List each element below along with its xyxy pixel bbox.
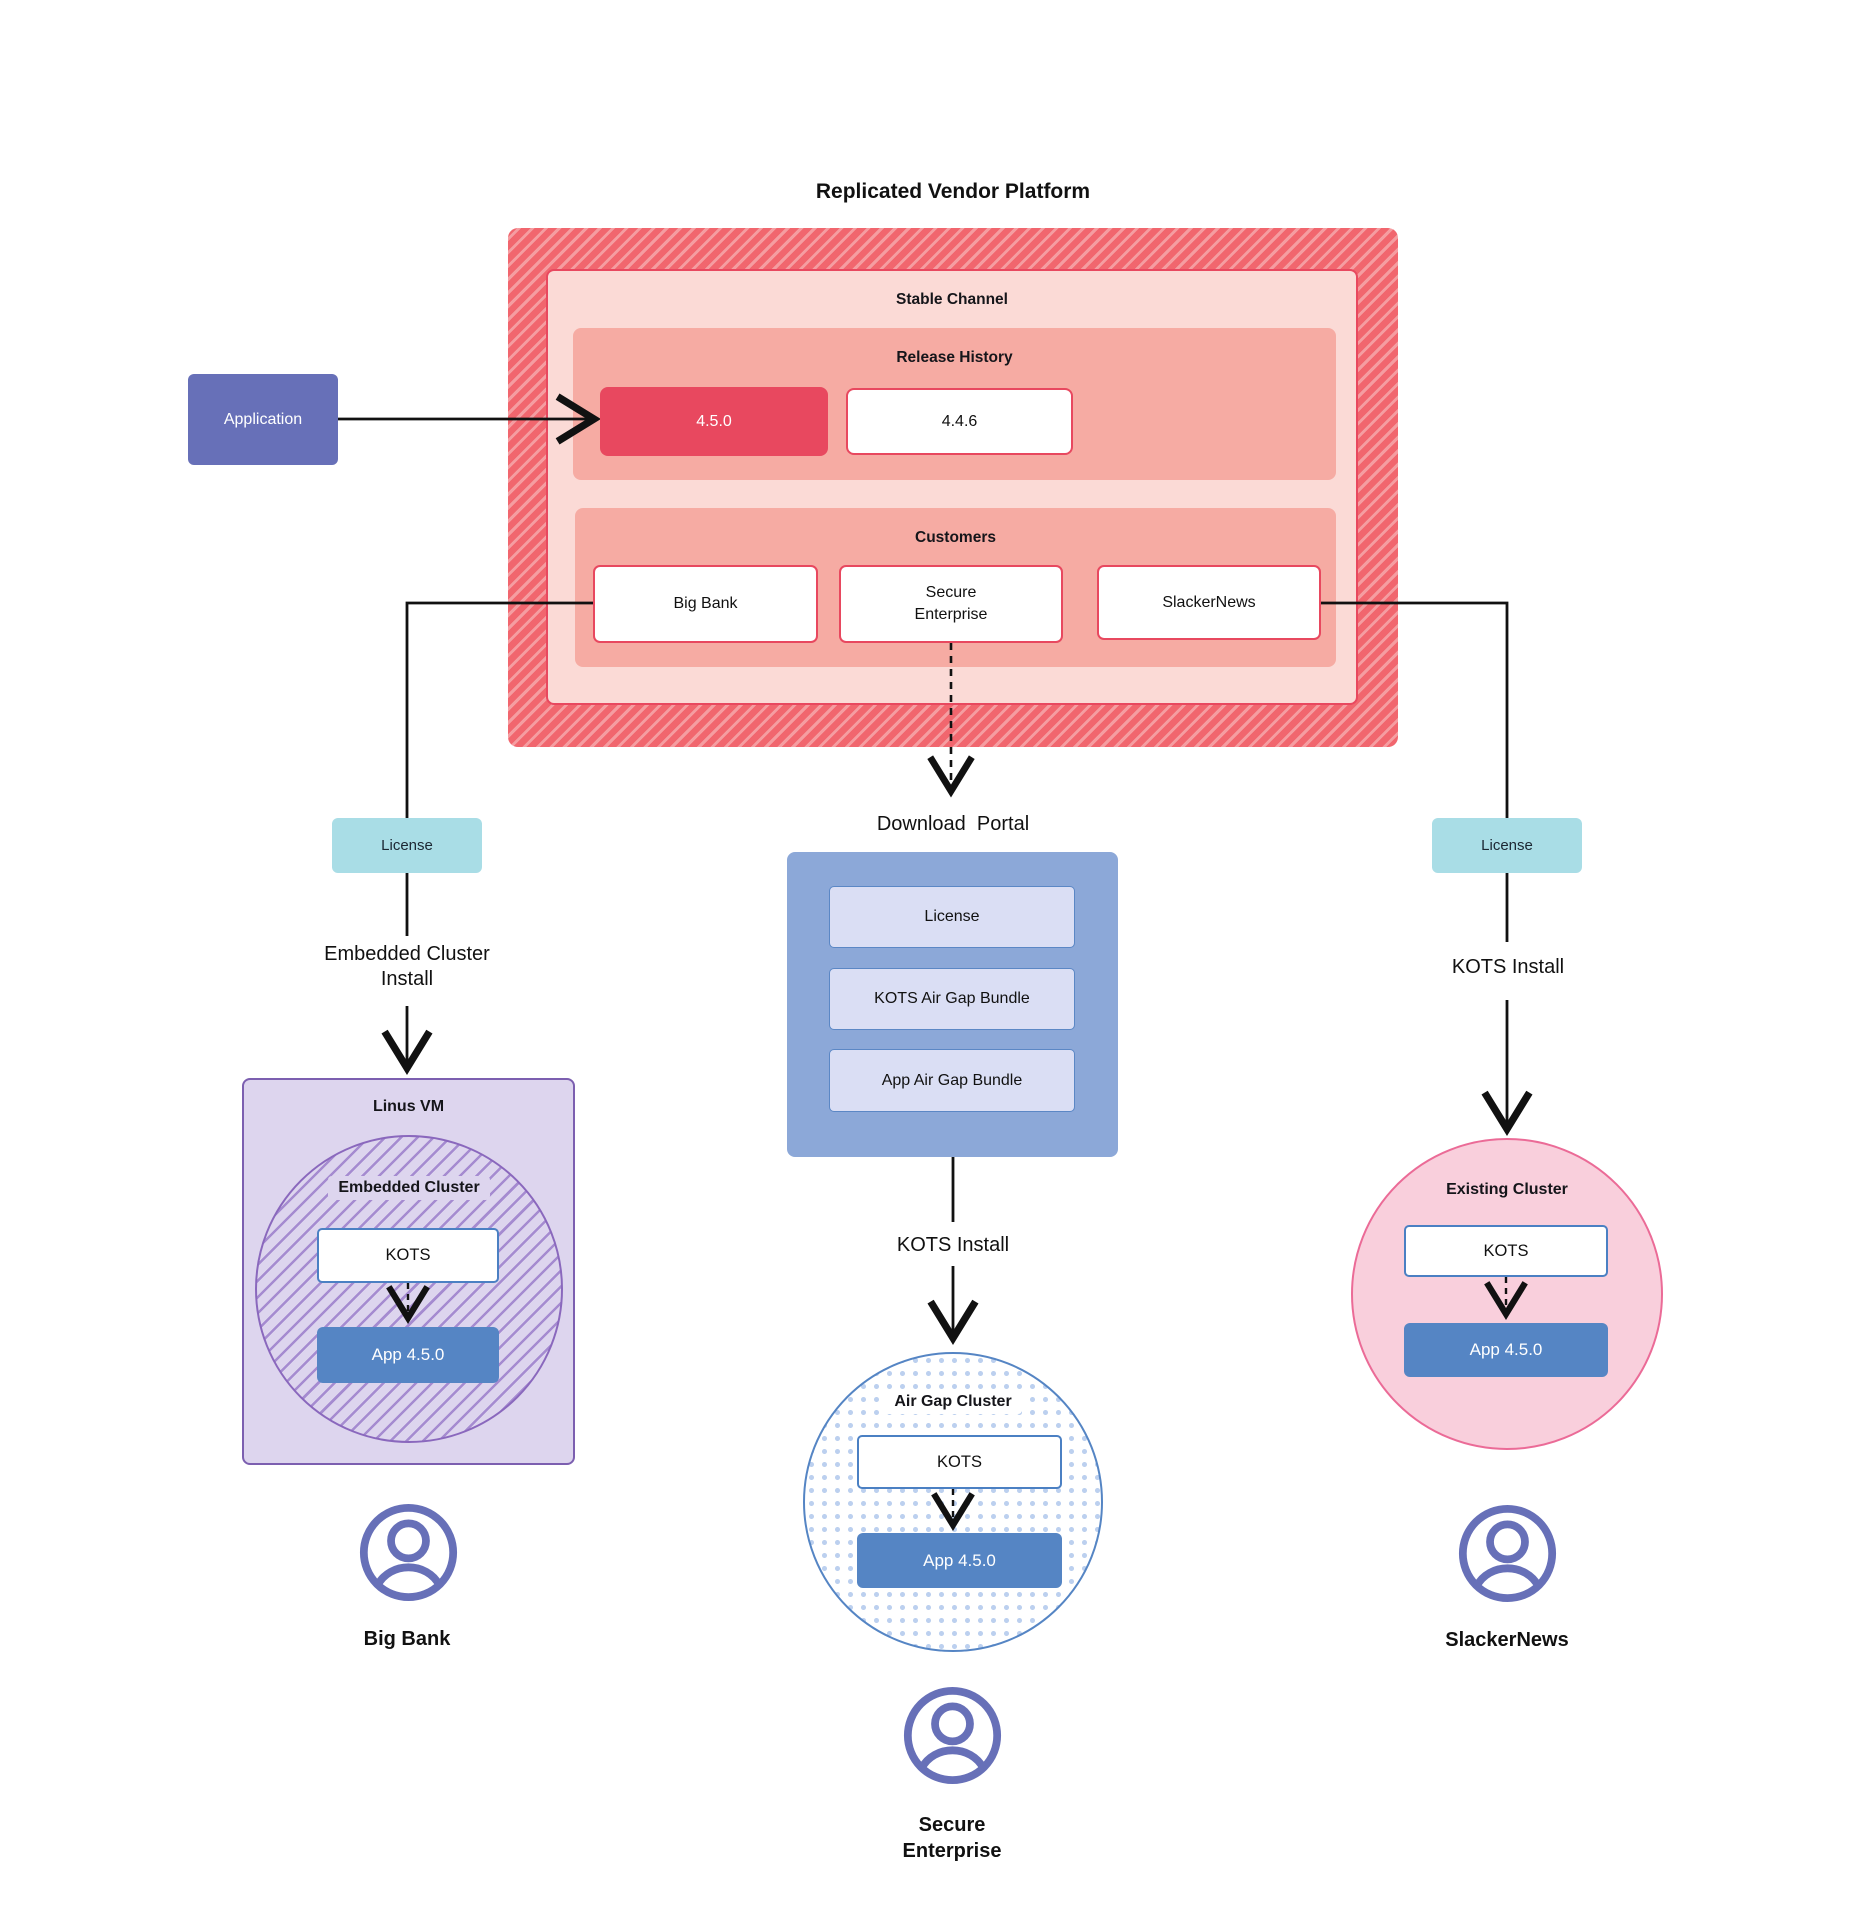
app-box-left: App 4.5.0 [317, 1327, 499, 1383]
release-history-label: Release History [896, 349, 1013, 366]
customer-big-bank: Big Bank [593, 565, 818, 643]
license-badge-right: License [1432, 818, 1582, 873]
user-label-slackernews: SlackerNews [1445, 1629, 1569, 1651]
customer-secure-enterprise: Secure Enterprise [839, 565, 1063, 643]
existing-cluster-label: Existing Cluster [1407, 1178, 1607, 1202]
release-4-4-6: 4.4.6 [846, 388, 1073, 455]
user-icon-big-bank [359, 1503, 458, 1602]
diagram-title: Replicated Vendor Platform [815, 180, 1091, 203]
license-badge-left: License [332, 818, 482, 873]
user-icon-secure-enterprise [903, 1686, 1002, 1785]
stable-channel-label: Stable Channel [896, 291, 1008, 308]
customers-label: Customers [915, 529, 996, 546]
user-label-big-bank: Big Bank [363, 1628, 451, 1650]
embedded-cluster-label: Embedded Cluster [309, 1176, 509, 1200]
kots-box-left: KOTS [317, 1228, 499, 1283]
user-label-secure-enterprise: Secure Enterprise [902, 1814, 1002, 1862]
customer-slackernews: SlackerNews [1097, 565, 1321, 640]
portal-item-app-airgap-bundle: App Air Gap Bundle [829, 1049, 1075, 1112]
linus-vm-label: Linus VM [372, 1098, 445, 1115]
portal-item-license: License [829, 886, 1075, 948]
embedded-cluster-install-label: Embedded Cluster Install [324, 943, 490, 990]
kots-box-center: KOTS [857, 1435, 1062, 1489]
kots-install-label-center: KOTS Install [896, 1234, 1010, 1256]
app-box-center: App 4.5.0 [857, 1533, 1062, 1588]
air-gap-cluster-label: Air Gap Cluster [853, 1390, 1053, 1414]
application-box: Application [188, 374, 338, 465]
download-portal-title: Download Portal [876, 813, 1030, 835]
release-4-5-0: 4.5.0 [600, 387, 828, 456]
customer-secure-enterprise-label: Secure Enterprise [914, 584, 988, 623]
kots-box-right: KOTS [1404, 1225, 1608, 1277]
user-icon-slackernews [1458, 1504, 1557, 1603]
app-box-right: App 4.5.0 [1404, 1323, 1608, 1377]
portal-item-kots-airgap-bundle: KOTS Air Gap Bundle [829, 968, 1075, 1030]
kots-install-label-right: KOTS Install [1451, 956, 1565, 978]
